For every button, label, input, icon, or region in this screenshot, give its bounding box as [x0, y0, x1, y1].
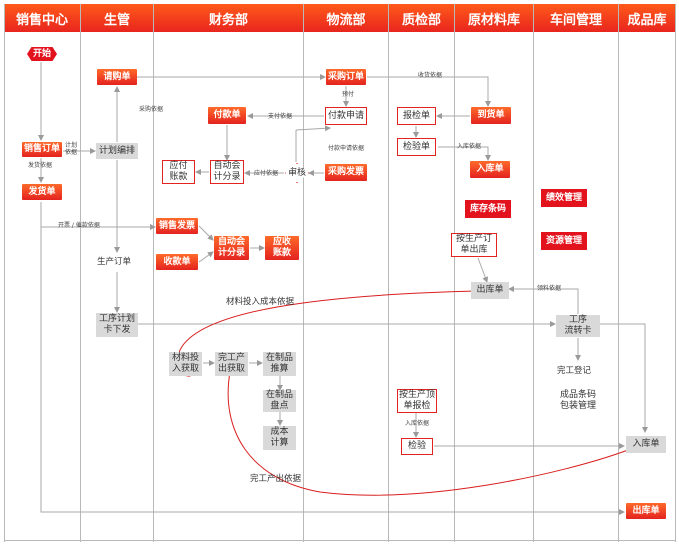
fg-barcode-node: 成品条码 包装管理	[559, 390, 596, 411]
wip-count-node: 在制品 盘点	[263, 390, 296, 412]
lane-border	[454, 4, 455, 542]
purchase-request-node: 请购单	[97, 69, 137, 85]
payable-basis-label: 应付依据	[254, 170, 279, 177]
lane-header-workshop: 车间管理	[534, 4, 618, 32]
prod-inspect-node: 按生产顶 单报检	[397, 389, 437, 413]
stock-barcode-node: 库存条码	[465, 200, 511, 218]
lane-header-finance: 财务部	[154, 4, 303, 32]
inspect-order-node: 检验单	[397, 138, 436, 156]
cost-calc-node: 成本 计算	[263, 426, 296, 450]
audit-node: 审核	[285, 163, 309, 183]
lane-border	[153, 4, 154, 542]
lane-header-production: 生管	[81, 4, 153, 32]
pay-request-node: 付款申请	[325, 107, 367, 125]
invoice-basis-label: 开票 / 催款依据	[58, 222, 100, 229]
pay-request-basis-label: 付款申请依据	[328, 145, 365, 152]
lane-border	[4, 4, 5, 542]
performance-node: 绩效管理	[541, 189, 587, 207]
lane-header-sales: 销售中心	[4, 4, 80, 32]
plan-basis-label: 计划 依据	[65, 142, 78, 156]
in-basis-label-2: 入库依据	[405, 420, 430, 427]
lane-border	[533, 4, 534, 542]
receipt-node: 收款单	[156, 254, 198, 270]
resource-node: 资源管理	[541, 232, 587, 250]
by-prod-order-out-node: 按生产订 单出库	[451, 233, 497, 257]
lane-header-finished-goods: 成品库	[619, 4, 675, 32]
purchase-invoice-node: 采购发票	[325, 164, 367, 181]
inspect-report-node: 报检单	[397, 107, 436, 125]
lane-border	[80, 4, 81, 542]
wip-calc-node: 在制品 推算	[263, 352, 296, 376]
ship-basis-label: 发货依据	[28, 162, 53, 169]
finish-output-node: 完工产 出获取	[215, 352, 248, 376]
bottom-border	[4, 540, 676, 541]
purchase-basis-label: 采购依据	[139, 106, 164, 113]
process-plan-node: 工序计划 卡下发	[96, 313, 138, 337]
receive-basis-label: 收货依据	[418, 72, 443, 79]
pay-basis-label: 支付依据	[268, 113, 293, 120]
plan-schedule-node: 计划编排	[96, 143, 138, 159]
payment-node: 付款单	[208, 107, 246, 124]
auto-accounting-node-1: 自动会 计分录	[210, 160, 244, 184]
payable-node: 应付 账款	[162, 160, 195, 184]
pick-basis-label: 领料依据	[537, 285, 562, 292]
ship-order-node: 发货单	[22, 184, 62, 200]
lane-border	[618, 4, 619, 542]
inspect-node: 检验	[401, 438, 433, 455]
sales-invoice-node: 销售发票	[156, 218, 198, 234]
production-order-node: 生产订单	[97, 257, 132, 267]
lane-border	[303, 4, 304, 542]
arrival-node: 到货单	[471, 107, 511, 124]
receivable-node: 应收 账款	[265, 236, 299, 260]
sales-order-node: 销售订单	[22, 142, 62, 157]
auto-accounting-node-2: 自动会 计分录	[214, 236, 249, 260]
in-basis-label-1: 入库依据	[457, 143, 482, 150]
lane-header-raw-material: 原材料库	[455, 4, 533, 32]
process-card-node: 工序 流转卡	[556, 315, 600, 337]
lane-header-qc: 质检部	[389, 4, 454, 32]
finish-basis-label: 完工产出依据	[250, 474, 302, 484]
warehouse-out-node: 出库单	[471, 282, 509, 299]
fg-out-node: 出库单	[626, 503, 666, 519]
lane-border	[675, 4, 676, 542]
purchase-order-node: 采购订单	[326, 69, 366, 85]
finish-register-node: 完工登记	[557, 366, 592, 376]
material-cost-basis-label: 材料投入成本依据	[226, 297, 295, 307]
lane-border	[388, 4, 389, 542]
material-cost-node: 材料投 入获取	[169, 352, 202, 376]
warehouse-in-node: 入库单	[470, 161, 510, 178]
lane-header-logistics: 物流部	[304, 4, 388, 32]
start-node: 开始	[27, 47, 57, 61]
prepay-label: 预付	[342, 91, 355, 98]
fg-in-node: 入库单	[626, 436, 666, 453]
